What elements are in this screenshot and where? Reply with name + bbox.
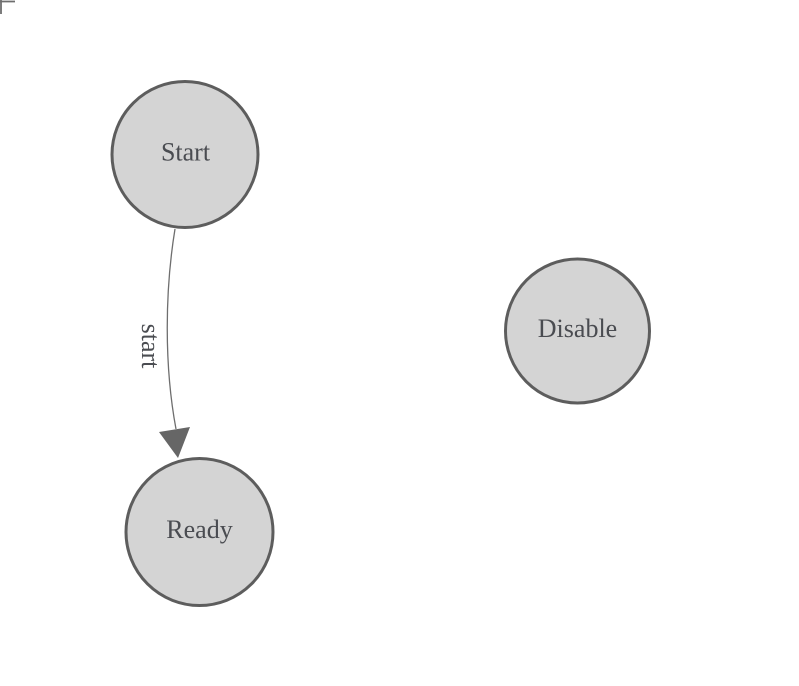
edge-path[interactable] bbox=[166, 228, 177, 430]
edge-arrowhead-icon bbox=[159, 427, 190, 458]
node-disable[interactable]: Disable bbox=[504, 257, 651, 405]
edge-start-to-ready[interactable]: start bbox=[136, 228, 190, 458]
node-start-label: Start bbox=[161, 138, 211, 167]
node-disable-label: Disable bbox=[538, 314, 617, 343]
edge-label: start bbox=[136, 324, 165, 370]
node-ready-circle[interactable] bbox=[124, 457, 275, 607]
node-disable-circle[interactable] bbox=[504, 257, 651, 405]
corner-mark bbox=[0, 0, 15, 14]
node-start-circle[interactable] bbox=[110, 80, 260, 229]
node-ready-label: Ready bbox=[166, 515, 232, 544]
node-ready[interactable]: Ready bbox=[124, 457, 275, 607]
node-start[interactable]: Start bbox=[110, 80, 260, 229]
